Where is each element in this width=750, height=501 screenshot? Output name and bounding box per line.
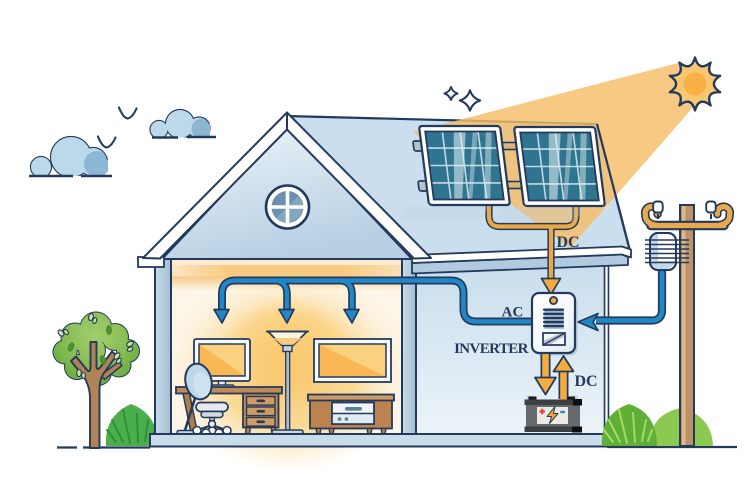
- svg-text:DC: DC: [574, 373, 597, 390]
- svg-text:DC: DC: [556, 234, 579, 251]
- svg-text:AC: AC: [502, 305, 524, 321]
- svg-text:INVERTER: INVERTER: [454, 341, 529, 357]
